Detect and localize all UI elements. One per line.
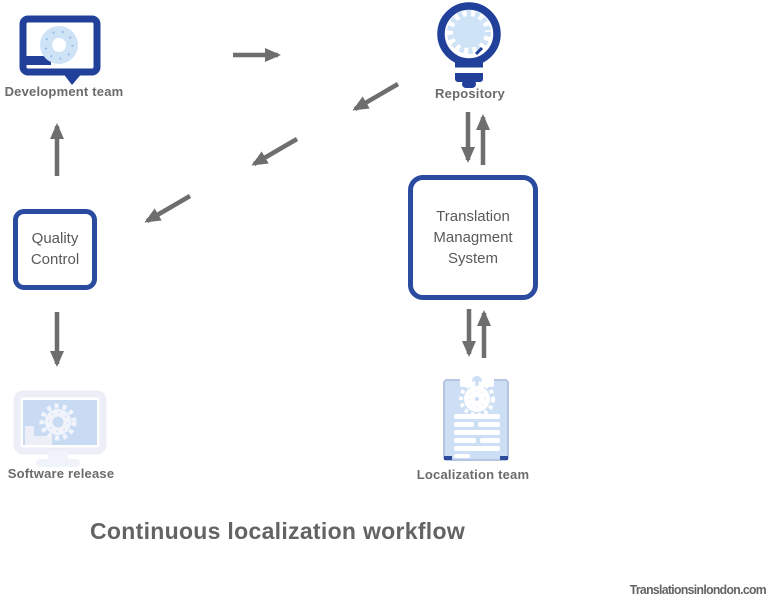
quality-control-label-line1: Quality <box>31 230 79 248</box>
monitor-gear-icon <box>13 390 107 467</box>
tms-label-line2: Managment <box>433 229 513 246</box>
chat-bubble-gear-icon <box>19 15 101 85</box>
tms-label-line3: System <box>447 250 498 267</box>
watermark: Translationsinlondon.com <box>629 582 767 597</box>
clipboard-gear-icon <box>443 370 509 461</box>
quality-control-box: Quality Control <box>13 209 97 290</box>
localization-team-label: Localization team <box>416 467 530 482</box>
arrow-repository-to-qc-1 <box>352 82 400 111</box>
software-release-label: Software release <box>7 466 115 481</box>
repository-label: Repository <box>435 86 505 101</box>
tms-box: Translation Managment System <box>408 175 538 300</box>
lightbulb-gear-icon <box>437 2 501 88</box>
diagram-title: Continuous localization workflow <box>90 518 466 544</box>
arrow-repository-to-qc-2 <box>251 137 299 166</box>
arrow-repository-to-qc-3 <box>144 194 192 223</box>
tms-label-line1: Translation <box>436 208 510 225</box>
development-team-label: Development team <box>4 84 124 99</box>
quality-control-label-line2: Control <box>30 250 80 268</box>
